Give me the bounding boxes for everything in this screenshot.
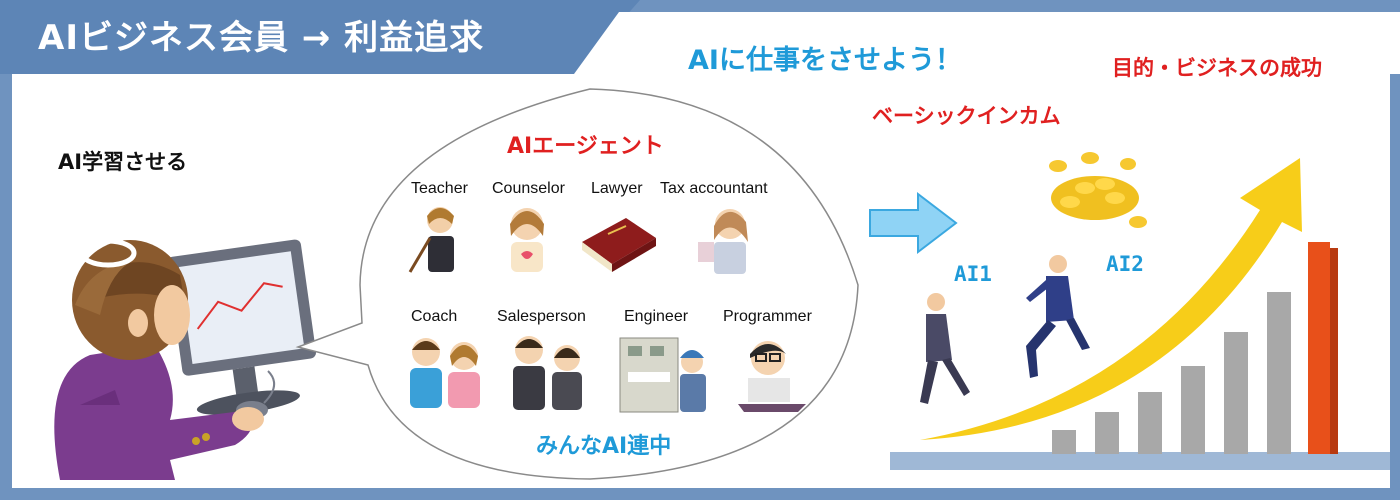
teacher-icon	[408, 207, 454, 273]
role-counselor-label: Counselor	[492, 180, 565, 197]
lawbook-icon	[582, 218, 656, 272]
page-title: AIビジネス会員 → 利益追求	[38, 18, 485, 58]
salesperson-icon	[513, 336, 582, 410]
role-lawyer-label: Lawyer	[591, 180, 643, 197]
header-band	[574, 12, 1400, 74]
role-programmer-label: Programmer	[723, 308, 812, 325]
runner-ai2-label: AI2	[1106, 252, 1144, 276]
role-tax-accountant-label: Tax accountant	[660, 180, 768, 197]
tax-accountant-icon	[698, 209, 748, 274]
programmer-icon	[738, 341, 806, 412]
growth-arrow-icon	[920, 158, 1302, 440]
coin-pile-icon	[1049, 152, 1147, 228]
slogan-text: AIに仕事をさせよう！	[688, 45, 962, 76]
coach-icon	[410, 338, 480, 408]
counselor-icon	[510, 208, 544, 272]
role-engineer-label: Engineer	[624, 308, 689, 325]
ai-learning-label: AI学習させる	[58, 150, 188, 174]
person-at-computer-icon	[54, 238, 317, 480]
bar-graph-icon	[1052, 242, 1338, 454]
role-coach-label: Coach	[411, 308, 458, 325]
role-salesperson-label: Salesperson	[497, 308, 586, 325]
basic-income-label: ベーシックインカム	[872, 104, 1061, 128]
header-tab	[0, 0, 640, 74]
runner-ai1-icon	[920, 293, 970, 404]
runner-ai1-label: AI1	[954, 262, 992, 286]
right-arrow-icon	[869, 191, 958, 255]
engineer-icon	[619, 337, 706, 413]
role-teacher-label: Teacher	[411, 180, 468, 197]
goal-label: 目的・ビジネスの成功	[1112, 56, 1322, 80]
growth-chart-illustration	[890, 152, 1390, 470]
bubble-title: AIエージェント	[507, 134, 664, 159]
runner-ai2-icon	[1026, 255, 1090, 378]
bubble-footer: みんなAI連中	[536, 434, 672, 459]
